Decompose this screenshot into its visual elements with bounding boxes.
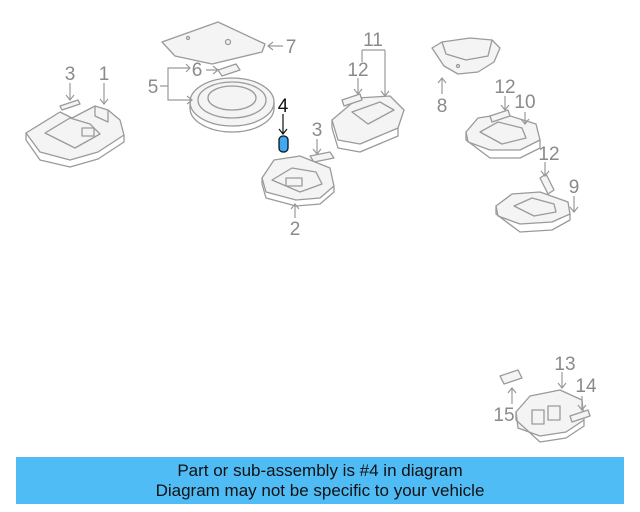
part-1-lamp-housing	[25, 105, 125, 168]
part-12a-bulb	[341, 93, 363, 107]
part-13-lamp	[515, 389, 585, 443]
part-7-cover-plate	[161, 21, 266, 65]
callout-10: 10	[514, 92, 535, 113]
callout-3a: 3	[65, 64, 76, 85]
part-5-round-lens	[189, 77, 275, 133]
part-4-bulb-highlighted	[278, 135, 289, 153]
callout-7: 7	[286, 37, 297, 58]
callout-15: 15	[493, 405, 514, 426]
caption-line-2: Diagram may not be specific to your vehi…	[155, 481, 485, 500]
callout-12a: 12	[347, 60, 368, 81]
part-2-map-lamp	[261, 155, 335, 207]
part-14-bulb	[569, 409, 591, 423]
part-12b-bulb	[489, 109, 511, 123]
callout-12b: 12	[494, 77, 515, 98]
callout-12c: 12	[538, 144, 559, 165]
callout-11: 11	[363, 30, 383, 51]
parts-diagram: 1 2 3 3 4 5 6 7 8 9 10 11 12 12 12 13 14…	[25, 21, 597, 443]
part-11-lamp-assembly	[331, 95, 405, 153]
caption-line-1: Part or sub-assembly is #4 in diagram	[177, 461, 463, 480]
part-3b-bulb	[309, 151, 335, 163]
callout-14: 14	[575, 376, 597, 397]
part-8-cover	[431, 37, 501, 75]
callout-8: 8	[437, 96, 448, 117]
caption-banner: Part or sub-assembly is #4 in diagram Di…	[16, 457, 624, 504]
part-6-bulb	[217, 63, 241, 77]
callout-3b: 3	[312, 120, 323, 141]
part-9-lamp	[495, 191, 571, 233]
callout-1: 1	[99, 64, 110, 85]
part-15-bulb	[499, 369, 523, 385]
callout-6: 6	[192, 60, 203, 81]
callout-13: 13	[554, 354, 575, 375]
callout-2: 2	[290, 219, 301, 240]
callout-4: 4	[278, 96, 289, 117]
part-12c-bulb	[539, 173, 555, 195]
part-10-lamp	[465, 113, 541, 159]
callout-9: 9	[569, 177, 580, 198]
callout-5: 5	[148, 77, 159, 98]
part-3a-bulb	[59, 99, 81, 111]
